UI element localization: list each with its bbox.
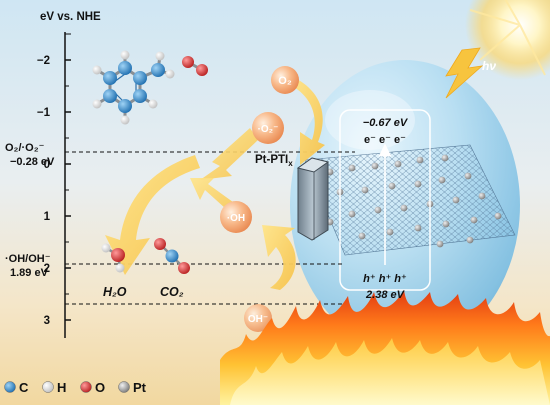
pt-atom (438, 176, 446, 184)
catalyst-subscript: x (288, 159, 293, 168)
light-label: hν (482, 59, 496, 73)
pt-atom (436, 240, 444, 248)
axis-tick-label: −1 (37, 107, 51, 119)
fire (220, 290, 550, 405)
hydroxide-bubble (244, 304, 272, 332)
o2-molecule (182, 56, 208, 76)
pt-atom (466, 236, 474, 244)
holes-label: h⁺ h⁺ h⁺ (363, 273, 407, 285)
light-bolt (445, 47, 484, 99)
pt-atom (374, 206, 382, 214)
pt-atom (494, 212, 502, 220)
pt-atom (414, 224, 422, 232)
legend-label-c: C (19, 380, 29, 395)
toluene-molecule (92, 50, 175, 125)
pt-atom (416, 156, 424, 164)
o2-reduction-arrow (290, 78, 325, 165)
pt-atom (470, 216, 478, 224)
energy-axis: eV vs. NHE −2 −1 0 1 2 3 (37, 11, 101, 338)
o2-potential-value: −0.28 eV (10, 156, 55, 168)
pt-atom (452, 196, 460, 204)
pt-atom (394, 160, 402, 168)
oh-oxidation-arrow (262, 225, 296, 290)
pt-atom (441, 154, 449, 162)
main-downward-arrow (105, 155, 200, 275)
legend-swatch-c (4, 381, 16, 393)
hydroxyl-bubble (220, 201, 252, 233)
pt-atom (464, 172, 472, 180)
droplet-highlight (325, 90, 415, 150)
hydroxide-label: OH⁻ (248, 314, 268, 325)
oh-couple-label: ·OH/OH⁻ (5, 253, 51, 265)
radical-arrow-upper (200, 128, 258, 180)
valence-band-value: 2.38 eV (365, 289, 406, 301)
sun (465, 0, 550, 80)
axis-tick-label: −2 (37, 55, 50, 67)
axis-tick-label: 0 (44, 159, 50, 171)
o2-couple-label: O₂/·O₂⁻ (5, 142, 45, 154)
pt-atom (478, 192, 486, 200)
legend-swatch-pt (118, 381, 130, 393)
legend-swatch-h (42, 381, 54, 393)
catalyst-name: Pt-PTI (255, 154, 288, 166)
legend-swatch-o (80, 381, 92, 393)
axis-title: eV vs. NHE (40, 11, 101, 23)
legend-label-pt: Pt (133, 380, 147, 395)
hexagonal-prism (296, 157, 330, 241)
pt-atom (361, 186, 369, 194)
pt-atom (400, 204, 408, 212)
axis-tick-label: 3 (44, 315, 50, 327)
o2-label: O₂ (278, 75, 292, 87)
pt-atom (388, 182, 396, 190)
sun-rays (469, 0, 546, 76)
catalyst-label: Pt-PTIx (255, 154, 293, 168)
electrons-label: e⁻ e⁻ e⁻ (364, 134, 406, 146)
conduction-band-value: −0.67 eV (363, 117, 409, 129)
band-frame (339, 109, 431, 291)
superoxide-bubble (252, 112, 284, 144)
pt-atom (414, 180, 422, 188)
pt-atom (358, 232, 366, 240)
oh-potential-value: 1.89 eV (10, 267, 49, 279)
pt-atom (371, 162, 379, 170)
water-label: H₂O (103, 285, 127, 299)
o2-bubble (271, 66, 299, 94)
pt-atom (386, 228, 394, 236)
h2o-molecule (101, 243, 125, 273)
legend-label-h: H (57, 380, 66, 395)
co2-molecule (154, 238, 190, 274)
legend-label-o: O (95, 380, 105, 395)
axis-tick-label: 2 (44, 263, 50, 275)
pt-atom (348, 164, 356, 172)
hydroxyl-label: ·OH (227, 213, 245, 224)
co2-label: CO₂ (160, 285, 184, 299)
axis-tick-label: 1 (44, 211, 51, 223)
pt-atom (442, 220, 450, 228)
atom-legend: C H O Pt (4, 380, 147, 395)
pt-atom (348, 210, 356, 218)
superoxide-label: ·O₂⁻ (258, 124, 279, 135)
